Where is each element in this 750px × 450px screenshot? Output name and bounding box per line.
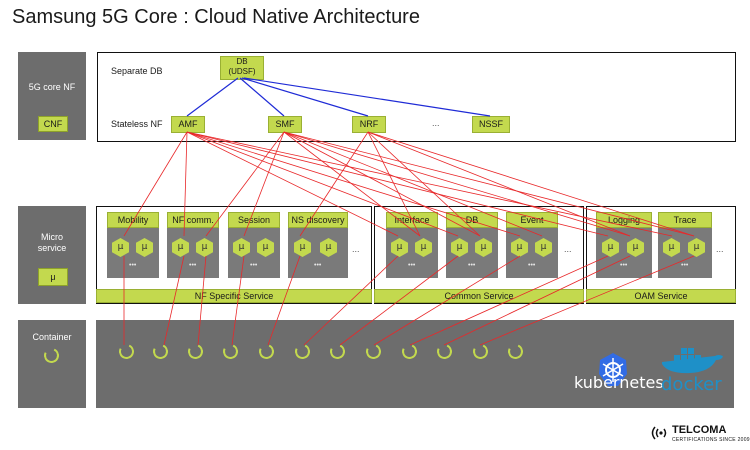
db-udsf-node: DB (UDSF) (220, 56, 264, 80)
service-more: ••• (408, 262, 416, 269)
db-line1: DB (236, 57, 248, 66)
micro-icon: μ (451, 238, 468, 257)
service-logging: Logging μ μ ••• (596, 212, 652, 278)
row-container-label: Container (32, 332, 72, 342)
micro-icon: μ (196, 238, 213, 257)
service-ns-discovery: NS discovery μ μ ••• (288, 212, 348, 278)
micro-icon: μ (112, 238, 129, 257)
service-more: ••• (314, 262, 322, 269)
docker-logo-text: docker (661, 374, 722, 395)
service-more: ••• (468, 262, 476, 269)
service-trace: Trace μ μ ••• (658, 212, 712, 278)
docker-whale-icon (662, 348, 723, 374)
micro-icon: μ (294, 238, 311, 257)
nf-amf: AMF (171, 116, 205, 133)
nf-ellipsis: ... (432, 118, 440, 128)
micro-chip: μ (38, 268, 68, 286)
service-more: ••• (528, 262, 536, 269)
micro-icon: μ (663, 238, 680, 257)
row-core-nf-label: 5G core NF (28, 82, 76, 92)
micro-icon: μ (320, 238, 337, 257)
kubernetes-icon (599, 353, 627, 386)
service-mobility: Mobility μ μ ••• (107, 212, 159, 278)
brand-tagline: CERTIFICATIONS SINCE 2009 (672, 437, 750, 443)
kubernetes-logo-text: kubernetes (574, 373, 664, 392)
service-db-label: DB (446, 212, 498, 228)
micro-icon: μ (475, 238, 492, 257)
services-ellipsis-1: ... (352, 244, 360, 254)
service-logging-label: Logging (596, 212, 652, 228)
micro-icon: μ (511, 238, 528, 257)
row-core-nf: 5G core NF CNF (18, 52, 86, 140)
row-container: Container (18, 320, 86, 408)
service-nf-comm-label: NF comm. (167, 212, 219, 228)
row-micro-service: Micro service μ (18, 206, 86, 304)
page-title: Samsung 5G Core : Cloud Native Architect… (12, 6, 420, 28)
service-more: ••• (129, 262, 137, 269)
service-more: ••• (250, 262, 258, 269)
micro-icon: μ (391, 238, 408, 257)
container-band (96, 320, 734, 408)
micro-icon: μ (688, 238, 705, 257)
service-event-label: Event (506, 212, 558, 228)
nf-smf: SMF (268, 116, 302, 133)
micro-icon: μ (233, 238, 250, 257)
service-more: ••• (189, 262, 197, 269)
service-mobility-label: Mobility (107, 212, 159, 228)
micro-icon: μ (415, 238, 432, 257)
group-oam-label: OAM Service (586, 289, 736, 303)
service-db: DB μ μ ••• (446, 212, 498, 278)
service-nf-comm: NF comm. μ μ ••• (167, 212, 219, 278)
micro-icon: μ (627, 238, 644, 257)
service-session-label: Session (228, 212, 280, 228)
stateless-nf-label: Stateless NF (111, 119, 163, 129)
nf-nrf: NRF (352, 116, 386, 133)
cnf-chip: CNF (38, 116, 68, 132)
service-more: ••• (620, 262, 628, 269)
separate-db-label: Separate DB (111, 66, 163, 76)
micro-icon: μ (257, 238, 274, 257)
services-ellipsis-3: ... (716, 244, 724, 254)
services-ellipsis-2: ... (564, 244, 572, 254)
service-interface-label: Interface (386, 212, 438, 228)
service-ns-discovery-label: NS discovery (288, 212, 348, 228)
micro-icon: μ (172, 238, 189, 257)
service-trace-label: Trace (658, 212, 712, 228)
service-session: Session μ μ ••• (228, 212, 280, 278)
micro-icon: μ (535, 238, 552, 257)
micro-icon: μ (136, 238, 153, 257)
service-event: Event μ μ ••• (506, 212, 558, 278)
row-micro-service-label: Micro service (37, 232, 67, 253)
nf-nssf: NSSF (472, 116, 510, 133)
group-common-label: Common Service (374, 289, 584, 303)
micro-icon: μ (602, 238, 619, 257)
container-ring-icon (41, 345, 62, 366)
service-more: ••• (681, 262, 689, 269)
brand-name: TELCOMA (672, 424, 727, 436)
signal-waves-icon (651, 426, 667, 440)
group-nf-specific-label: NF Specific Service (96, 289, 372, 303)
service-interface: Interface μ μ ••• (386, 212, 438, 278)
db-line2: (UDSF) (228, 67, 256, 76)
